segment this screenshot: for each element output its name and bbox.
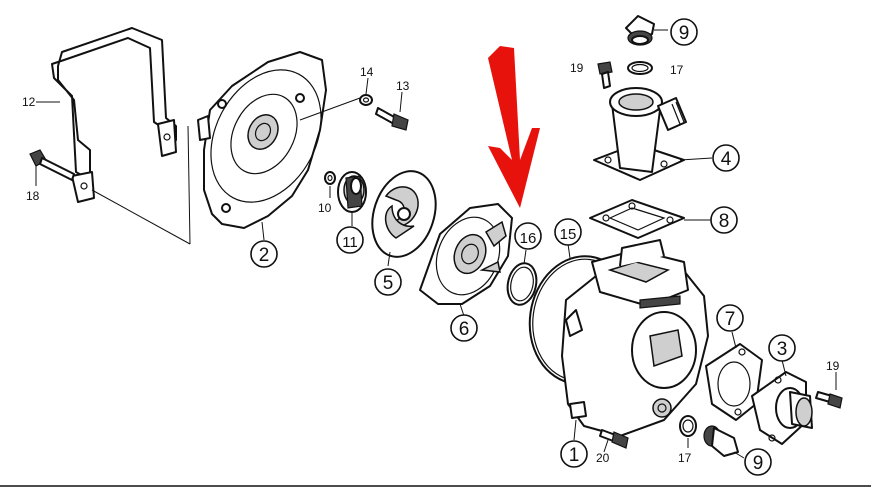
part-4-outlet-elbow bbox=[593, 87, 687, 181]
part-6-volute-case bbox=[419, 203, 513, 305]
callout-8: 8 bbox=[710, 206, 738, 234]
part-10-washer bbox=[324, 171, 336, 185]
part-8-gasket bbox=[589, 199, 685, 239]
part-9-drain-plug-bottom bbox=[703, 425, 739, 457]
label-18: 18 bbox=[26, 189, 40, 203]
callout-11: 11 bbox=[336, 226, 364, 254]
svg-text:15: 15 bbox=[560, 226, 577, 243]
red-pointer-arrow bbox=[488, 46, 540, 208]
callout-9-top: 9 bbox=[670, 18, 698, 46]
part-17-washer-bottom bbox=[679, 415, 697, 437]
label-17-top: 17 bbox=[670, 63, 684, 77]
part-3-inlet-fitting bbox=[751, 371, 813, 445]
callout-15: 15 bbox=[554, 218, 582, 246]
svg-text:8: 8 bbox=[719, 211, 730, 232]
svg-text:5: 5 bbox=[383, 273, 394, 294]
callout-4: 4 bbox=[712, 144, 740, 172]
part-5-impeller bbox=[371, 170, 437, 258]
label-13: 13 bbox=[396, 79, 410, 93]
part-12-handle-frame bbox=[51, 27, 177, 203]
svg-text:9: 9 bbox=[679, 23, 690, 44]
part-16-o-ring bbox=[506, 262, 538, 306]
part-18-bolt bbox=[29, 149, 75, 181]
label-10: 10 bbox=[318, 201, 332, 215]
svg-text:9: 9 bbox=[753, 453, 764, 474]
callout-5: 5 bbox=[374, 268, 402, 296]
svg-text:3: 3 bbox=[777, 339, 788, 360]
label-19-top: 19 bbox=[570, 61, 584, 75]
svg-text:4: 4 bbox=[721, 149, 732, 170]
label-14: 14 bbox=[360, 65, 374, 79]
callout-7: 7 bbox=[716, 304, 744, 332]
part-2-engine-flange bbox=[197, 51, 327, 229]
part-14-washer bbox=[359, 94, 373, 106]
svg-text:16: 16 bbox=[520, 230, 537, 247]
svg-text:11: 11 bbox=[342, 234, 358, 251]
part-11-mechanical-seal bbox=[337, 171, 367, 213]
part-13-bolt bbox=[375, 107, 409, 131]
part-1-pump-casing bbox=[561, 239, 709, 437]
svg-text:7: 7 bbox=[725, 309, 736, 330]
label-12: 12 bbox=[22, 95, 36, 109]
callout-3: 3 bbox=[768, 334, 796, 362]
part-19-bolt-top bbox=[597, 61, 613, 89]
part-17-washer-top bbox=[627, 61, 653, 75]
svg-text:1: 1 bbox=[569, 445, 580, 466]
callout-16: 16 bbox=[514, 222, 542, 250]
callout-1: 1 bbox=[560, 440, 588, 468]
svg-text:6: 6 bbox=[459, 319, 470, 340]
part-9-priming-plug-top bbox=[625, 15, 655, 46]
callout-6: 6 bbox=[450, 314, 478, 342]
callout-9-bottom: 9 bbox=[744, 448, 772, 476]
svg-text:2: 2 bbox=[259, 245, 270, 266]
label-19-right: 19 bbox=[826, 359, 840, 373]
label-17-bottom: 17 bbox=[678, 451, 692, 465]
part-7-gasket bbox=[705, 343, 763, 421]
callout-2: 2 bbox=[250, 240, 278, 268]
label-20: 20 bbox=[596, 451, 610, 465]
part-20-bolt bbox=[599, 429, 629, 449]
part-19-bolt-right bbox=[815, 391, 843, 409]
